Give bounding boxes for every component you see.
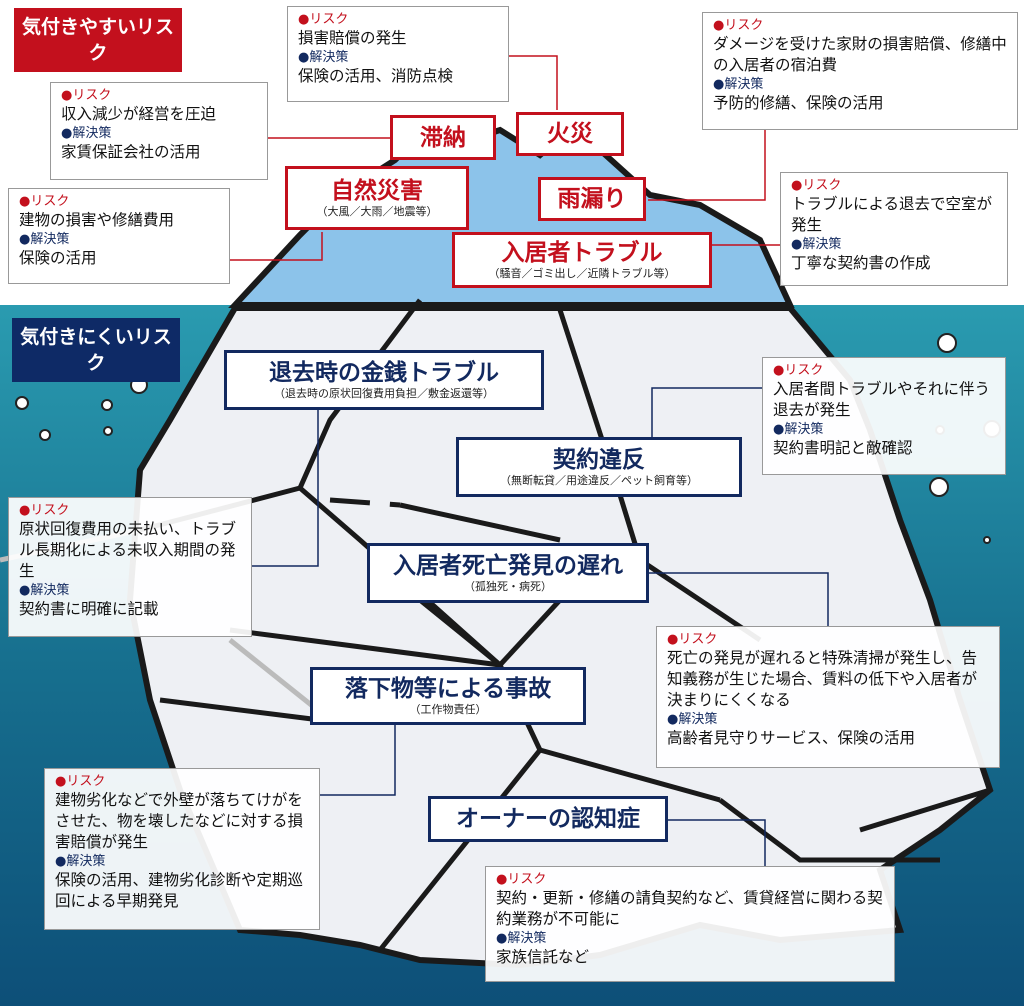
title: 退去時の金銭トラブル [269,360,499,386]
head-leak: 雨漏り [538,177,646,221]
risk-text: 建物の損害や修繕費用 [19,211,175,229]
solution-marker: 解決策 [496,930,884,947]
solution-marker: 解決策 [298,49,498,66]
risk-text: 損害賠償の発生 [298,29,407,47]
subtitle: （無断転貸／用途違反／ペット飼育等） [500,474,698,487]
risk-text: 死亡の発見が遅れると特殊清掃が発生し、告知義務が生じた場合、賃料の低下や入居者が… [667,649,978,709]
risk-text: トラブルによる退去で空室が発生 [791,195,993,234]
title: 落下物等による事故 [344,676,552,702]
risk-marker: リスク [61,87,257,104]
info-late-death-discovery: リスク死亡の発見が遅れると特殊清掃が発生し、告知義務が生じた場合、賃料の低下や入… [656,626,1000,768]
solution-text: 家賃保証会社の活用 [61,143,201,161]
title: 雨漏り [557,186,627,212]
risk-marker: リスク [55,773,309,790]
solution-marker: 解決策 [19,231,219,248]
head-contract-breach: 契約違反（無断転貸／用途違反／ペット飼育等） [456,437,742,497]
solution-text: 家族信託など [496,948,590,966]
risk-marker: リスク [667,631,989,648]
risk-text: 原状回復費用の未払い、トラブル長期化による未収入期間の発生 [19,520,237,580]
solution-marker: 解決策 [713,76,1007,93]
solution-marker: 解決策 [667,711,989,728]
risk-marker: リスク [713,17,1007,34]
solution-text: 保険の活用、消防点検 [298,67,454,85]
risk-marker: リスク [298,11,498,28]
subtitle: （工作物責任） [409,703,487,716]
risk-text: 契約・更新・修繕の請負契約など、賃貸経営に関わる契約業務が不可能に [496,889,883,928]
title: 火災 [547,121,593,147]
title: オーナーの認知症 [456,806,640,832]
title: 滞納 [420,124,466,151]
risk-marker: リスク [19,193,219,210]
head-natural-disaster: 自然災害（大風／大雨／地震等） [285,166,469,230]
solution-text: 丁寧な契約書の作成 [791,254,931,272]
head-owner-dementia: オーナーの認知症 [428,796,668,842]
solution-text: 契約書明記と敵確認 [773,439,913,457]
title: 自然災害 [331,178,423,204]
head-late-death-discovery: 入居者死亡発見の遅れ（孤独死・病死） [367,543,649,603]
title: 契約違反 [553,447,645,473]
subtitle: （退去時の原状回復費用負担／敷金返還等） [274,387,494,400]
head-fire: 火災 [516,112,624,156]
head-falling-object: 落下物等による事故（工作物責任） [310,667,586,725]
risk-text: 入居者間トラブルやそれに伴う退去が発生 [773,380,991,419]
easy-to-notice-label: 気付きやすいリスク [14,8,182,72]
risk-marker: リスク [496,871,884,888]
head-tenant-trouble: 入居者トラブル（騒音／ゴミ出し／近隣トラブル等） [452,232,712,288]
risk-marker: リスク [19,502,241,519]
risk-text: 収入減少が経営を圧迫 [61,105,217,123]
hard-to-notice-label: 気付きにくいリスク [12,318,180,382]
info-falling-object: リスク建物劣化などで外壁が落ちてけがをさせた、物を壊したなどに対する損害賠償が発… [44,768,320,930]
solution-text: 予防的修繕、保険の活用 [713,94,884,112]
subtitle: （孤独死・病死） [464,580,552,593]
solution-marker: 解決策 [791,236,997,253]
solution-marker: 解決策 [61,125,257,142]
head-moveout-money: 退去時の金銭トラブル（退去時の原状回復費用負担／敷金返還等） [224,350,544,410]
solution-text: 高齢者見守りサービス、保険の活用 [667,729,916,747]
title: 入居者死亡発見の遅れ [393,553,623,579]
risk-text: 建物劣化などで外壁が落ちてけがをさせた、物を壊したなどに対する損害賠償が発生 [55,791,304,851]
risk-marker: リスク [791,177,997,194]
head-late-rent: 滞納 [390,115,496,160]
title: 入居者トラブル [501,240,663,266]
subtitle: （騒音／ゴミ出し／近隣トラブル等） [488,267,676,280]
solution-marker: 解決策 [773,421,995,438]
solution-text: 保険の活用、建物劣化診断や定期巡回による早期発見 [55,871,304,910]
solution-marker: 解決策 [55,853,309,870]
solution-marker: 解決策 [19,582,241,599]
solution-text: 契約書に明確に記載 [19,600,159,618]
risk-text: ダメージを受けた家財の損害賠償、修繕中の入居者の宿泊費 [713,35,1007,74]
subtitle: （大風／大雨／地震等） [316,205,438,218]
solution-text: 保険の活用 [19,249,97,267]
risk-marker: リスク [773,362,995,379]
